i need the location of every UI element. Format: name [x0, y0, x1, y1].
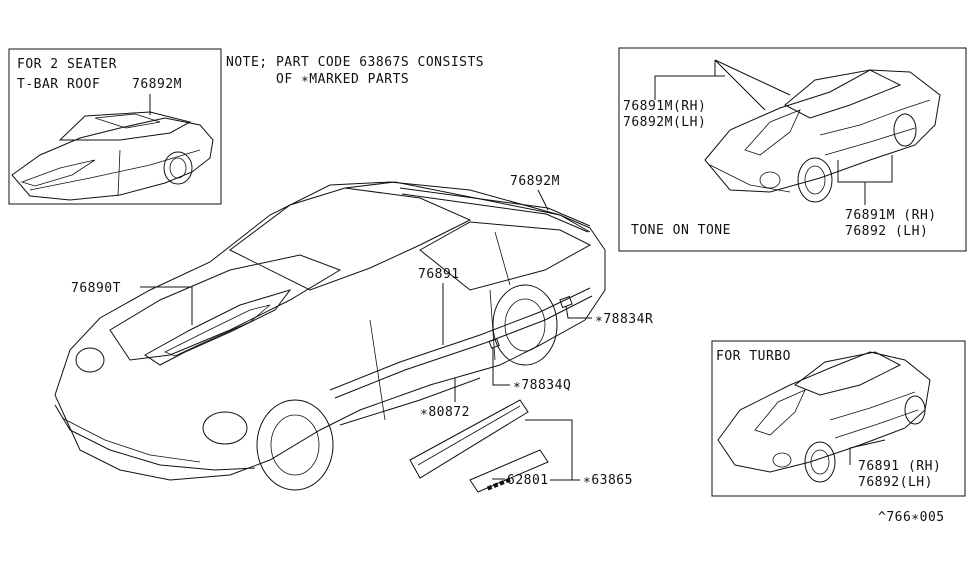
inset-tone-part-b2: 76892 (LH)	[845, 224, 928, 239]
label-side-stripe: 76891	[418, 267, 460, 282]
label-emblem-front: ∗78834Q	[513, 378, 571, 393]
leader-roof-stripe	[537, 189, 549, 211]
inset-t-bar-title-1: FOR 2 SEATER	[17, 57, 117, 72]
main-car-side-windows	[419, 221, 592, 291]
main-car-headlight-right	[202, 411, 248, 445]
main-car-side-stripe	[329, 287, 593, 399]
main-car-headlight-left	[75, 347, 105, 373]
inset-tone-part-b1: 76891M (RH)	[845, 208, 937, 223]
inset-t-bar-frame	[8, 48, 222, 205]
main-car-hood-stripe	[144, 289, 292, 366]
inset-tone-leader-a	[654, 59, 791, 111]
leader-kit	[525, 419, 580, 481]
inset-tone-part-a2: 76892M(LH)	[623, 115, 706, 130]
leader-emblem-front	[492, 348, 510, 386]
note-line-2: OF ∗MARKED PARTS	[276, 72, 409, 87]
inset-t-bar-part-number: 76892M	[132, 77, 182, 92]
main-car-roof-stripe	[399, 187, 591, 233]
inset-turbo-car-drawing	[717, 351, 931, 483]
leader-emblem-rear	[565, 305, 592, 319]
inset-turbo-part-1: 76891 (RH)	[858, 459, 941, 474]
main-car-rocker	[339, 377, 481, 426]
label-hood-stripe: 76890T	[71, 281, 121, 296]
main-car-drawing	[54, 181, 606, 491]
inset-t-bar-title-2: T-BAR ROOF	[17, 77, 100, 92]
inset-tone-frame	[618, 47, 967, 252]
inset-turbo-title: FOR TURBO	[716, 349, 791, 364]
label-emblem-rear: ∗78834R	[595, 312, 653, 327]
leader-hood-stripe	[140, 286, 193, 325]
main-car-windshield	[229, 187, 472, 291]
inset-tone-caption: TONE ON TONE	[631, 223, 731, 238]
label-roof-stripe: 76892M	[510, 174, 560, 189]
inset-turbo-part-2: 76892(LH)	[858, 475, 933, 490]
inset-tone-on-tone: 76891M(RH) 76892M(LH) TONE ON TONE 76891…	[618, 47, 967, 252]
inset-tone-car-drawing	[704, 69, 941, 203]
inset-t-bar-roof: FOR 2 SEATER T-BAR ROOF 76892M	[8, 48, 222, 205]
label-badge: 62801	[507, 473, 549, 488]
note-line-1: NOTE; PART CODE 63867S CONSISTS	[226, 55, 484, 70]
inset-t-bar-car-drawing	[11, 111, 214, 201]
inset-turbo: FOR TURBO 76891 (RH) 76892(LH)	[711, 340, 966, 497]
main-car-front-wheel	[256, 399, 334, 491]
main-car-emblem-rear	[559, 295, 573, 309]
part-mud-guard-strip	[409, 399, 529, 479]
main-car-emblem-front	[488, 338, 500, 349]
inset-tone-part-a1: 76891M(RH)	[623, 99, 706, 114]
main-car-hood	[109, 254, 342, 361]
label-mud-guard: ∗80872	[420, 405, 470, 420]
main-car-body	[54, 181, 606, 481]
label-kit: ∗63865	[583, 473, 633, 488]
main-car-bumper	[54, 404, 256, 471]
diagram-code: ^766∗005	[878, 510, 945, 525]
main-car-rear-wheel	[492, 284, 558, 366]
